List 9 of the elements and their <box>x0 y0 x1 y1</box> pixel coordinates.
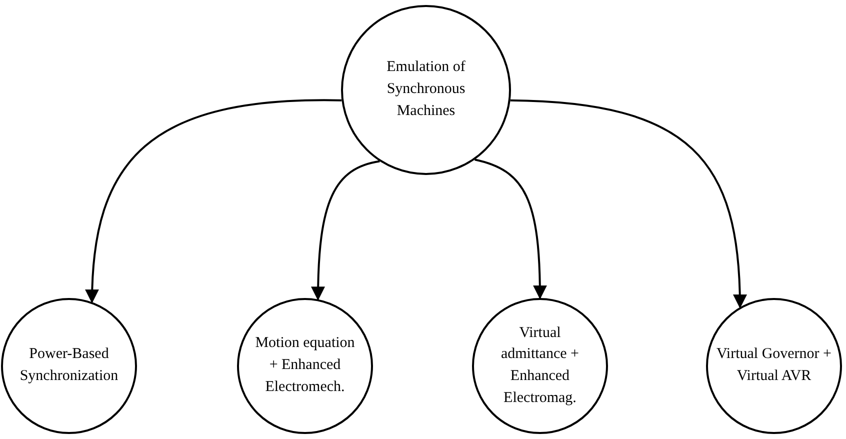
curved-arrow <box>85 99 342 304</box>
node-label: Emulation of Synchronous Machines <box>386 58 466 121</box>
curved-arrow <box>311 160 380 301</box>
curved-arrow <box>510 99 747 308</box>
node-label: Virtual admittance + Enhanced Electromag. <box>500 324 580 408</box>
node-label: Motion equation + Enhanced Electromech. <box>254 334 356 397</box>
node-label: Power-Based Synchronization <box>18 345 120 386</box>
node-label: Virtual Governor + Virtual AVR <box>715 345 833 386</box>
curved-arrow <box>474 158 547 300</box>
